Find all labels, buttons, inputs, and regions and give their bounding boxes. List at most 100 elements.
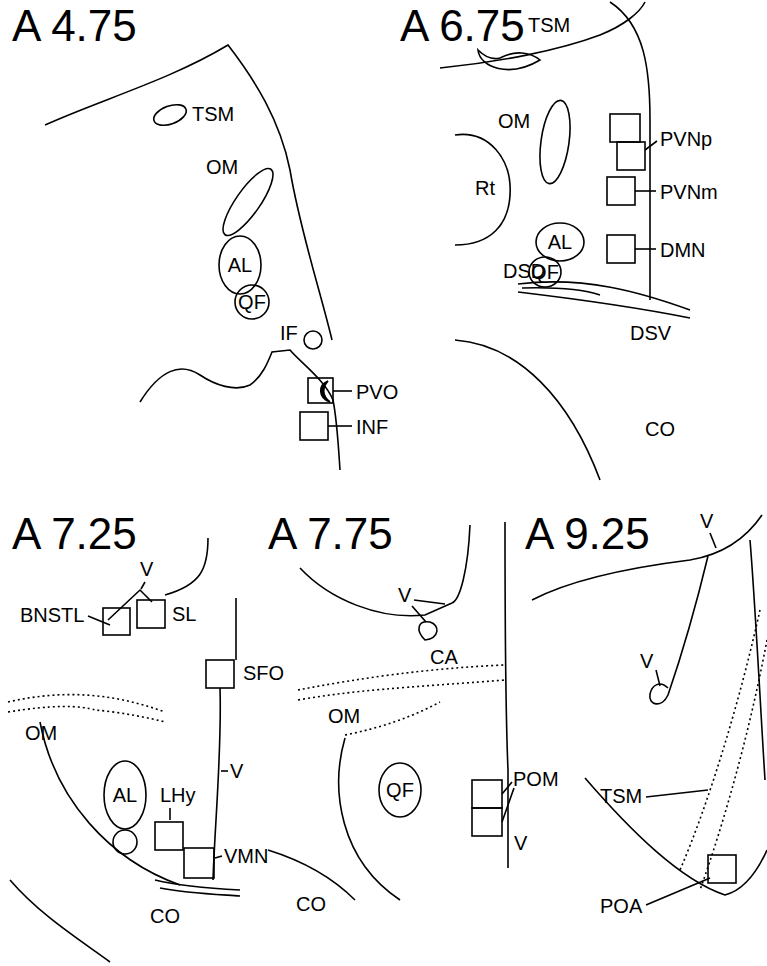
region-label: TSM: [528, 14, 570, 36]
section-title: A 4.75: [12, 2, 137, 50]
region-label: V: [230, 760, 243, 782]
nucleus-border: [455, 134, 510, 245]
section-outline: [607, 177, 635, 205]
section-outline: [650, 556, 708, 704]
section-outline: [206, 660, 234, 688]
region-label: PVNm: [660, 181, 718, 203]
section-outline: [617, 142, 645, 170]
nucleus-label: QF: [386, 779, 414, 801]
region-label: V: [700, 510, 713, 532]
nucleus-border: [379, 763, 421, 817]
region-label: PVNp: [660, 128, 712, 150]
section-outline: [304, 331, 322, 349]
section-outline: [610, 2, 650, 300]
section-a775: [268, 522, 514, 900]
section-outline: [502, 788, 514, 822]
region-label: BNSTL: [20, 604, 84, 626]
section-outline: [113, 830, 137, 854]
section-outline: [339, 738, 400, 900]
section-outline: [518, 292, 690, 318]
section-outline: [268, 850, 355, 900]
section-outline: [140, 350, 340, 470]
section-outline: [321, 381, 330, 402]
nucleus-outline: QF: [234, 284, 270, 320]
section-outline: [300, 568, 452, 616]
region-label: CO: [645, 418, 675, 440]
section-outline: [88, 616, 110, 625]
section-title: A 9.25: [525, 510, 650, 558]
section-outline: [10, 880, 110, 962]
region-label: TSM: [192, 103, 234, 125]
section-outline: [298, 680, 505, 700]
section-outline: [455, 340, 600, 480]
section-outline: [308, 378, 333, 403]
section-outline: [656, 670, 660, 686]
section-outline: [221, 770, 228, 772]
section-outline: [235, 598, 237, 660]
section-outline: [103, 608, 130, 635]
section-title: A 6.75: [400, 2, 525, 50]
region-label: V: [140, 558, 153, 580]
section-a675: [440, 2, 690, 480]
section-a475: [45, 45, 352, 470]
nucleus-label: AL: [548, 231, 572, 253]
section-outline: [151, 101, 189, 130]
section-title: A 7.75: [268, 510, 393, 558]
section-outline: [300, 412, 328, 440]
region-label: OM: [206, 156, 238, 178]
section-outline: [8, 706, 165, 722]
section-outline: [646, 790, 708, 797]
section-outline: [710, 533, 716, 548]
nucleus-border: [104, 761, 146, 829]
section-outline: [155, 822, 183, 850]
section-outline: [645, 141, 657, 150]
region-label: DSV: [630, 322, 671, 344]
nucleus-label: QF: [238, 291, 266, 313]
section-outline: [412, 606, 426, 622]
region-label: OM: [328, 705, 360, 727]
section-outline: [165, 538, 208, 595]
nucleus-outline: QF: [378, 762, 422, 818]
region-label: CO: [150, 905, 180, 927]
section-title: A 7.25: [12, 510, 137, 558]
section-outline: [298, 665, 505, 690]
section-outline: [419, 622, 437, 640]
section-outline: [478, 50, 540, 69]
section-outline: [141, 582, 145, 589]
region-label: POM: [513, 768, 559, 790]
nucleus-label: QF: [531, 261, 559, 283]
nucleus-label: Rt: [475, 177, 495, 199]
region-label: POA: [600, 895, 642, 917]
section-outline: [184, 848, 214, 878]
region-label: VMN: [224, 845, 268, 867]
nucleus-label: AL: [228, 254, 252, 276]
section-outline: [635, 248, 656, 250]
section-outline: [585, 778, 767, 895]
section-outline: [40, 722, 180, 885]
section-outline: [328, 425, 352, 427]
section-outline: [472, 780, 502, 808]
section-outline: [522, 288, 600, 295]
region-label: DMN: [660, 239, 706, 261]
section-outline: [155, 880, 240, 890]
region-label: SL: [172, 603, 196, 625]
section-a925: [532, 515, 767, 905]
nucleus-outline: AL: [535, 222, 585, 262]
nucleus-outline: Rt: [455, 130, 515, 245]
nucleus-outline: AL: [103, 760, 147, 830]
region-label: LHy: [160, 784, 196, 806]
region-label: V: [514, 832, 527, 854]
nucleus-label: AL: [113, 784, 137, 806]
nucleus-border: [235, 285, 269, 319]
region-label: TSM: [600, 785, 642, 807]
region-label: PVO: [356, 381, 398, 403]
region-label: OM: [25, 722, 57, 744]
nucleus-border: [529, 257, 561, 287]
section-a725: [8, 538, 240, 962]
section-outline: [8, 695, 165, 712]
section-outline: [607, 235, 635, 263]
section-outline: [610, 114, 640, 142]
region-label: INF: [356, 416, 388, 438]
